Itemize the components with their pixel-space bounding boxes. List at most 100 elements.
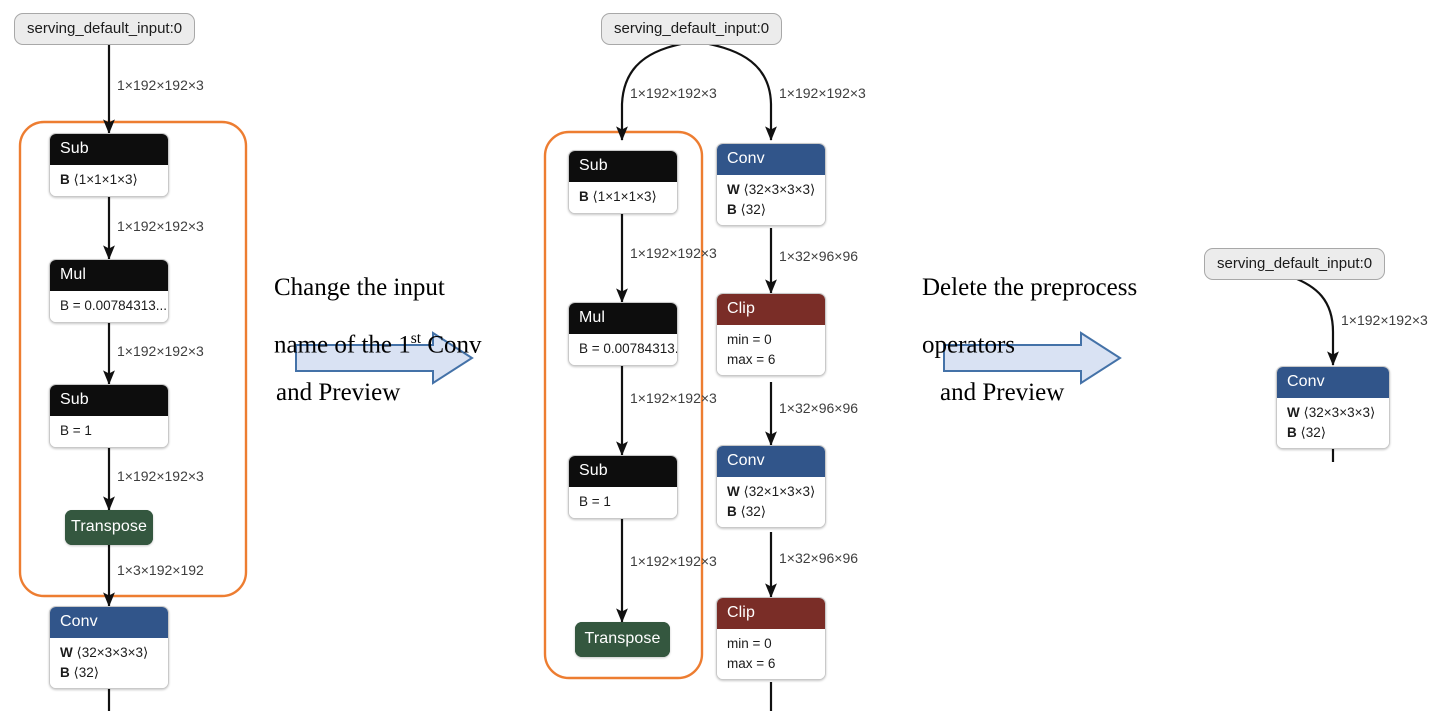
- attr-value: ⟨32⟩: [73, 664, 100, 680]
- edge-label: 1×192×192×3: [630, 85, 717, 101]
- node-body: W ⟨32×1×3×3⟩ B ⟨32⟩: [717, 477, 825, 528]
- node-header: Mul: [569, 303, 677, 334]
- attr-key: B: [579, 189, 589, 204]
- edge-label: 1×192×192×3: [630, 390, 717, 406]
- annotation-ordinal-suffix: st: [410, 330, 422, 347]
- node-header: Mul: [50, 260, 168, 291]
- annotation-step-1-text: Change the input name of the 1st Conv: [274, 246, 524, 359]
- op-node-mul[interactable]: Mul B = 0.00784313...: [568, 302, 678, 366]
- node-body: B = 0.00784313...: [50, 291, 168, 322]
- attr-value: ⟨32⟩: [1300, 424, 1327, 440]
- op-node-clip[interactable]: Clip min = 0 max = 6: [716, 293, 826, 377]
- annotation-line-2-pre: name of the 1: [274, 331, 411, 359]
- node-body: B ⟨1×1×1×3⟩: [50, 165, 168, 196]
- attr-key: B: [60, 664, 70, 680]
- node-header: Sub: [569, 456, 677, 487]
- edge-label: 1×192×192×3: [117, 77, 204, 93]
- op-node-mul[interactable]: Mul B = 0.00784313...: [49, 259, 169, 323]
- node-header: Conv: [1277, 367, 1389, 398]
- op-node-conv[interactable]: Conv W ⟨32×3×3×3⟩ B ⟨32⟩: [49, 606, 169, 690]
- node-attr: max = 6: [727, 351, 776, 367]
- node-body: W ⟨32×3×3×3⟩ B ⟨32⟩: [1277, 398, 1389, 449]
- node-attr: W ⟨32×1×3×3⟩: [727, 482, 815, 502]
- node-body: B = 1: [569, 487, 677, 518]
- node-attr: B ⟨32⟩: [60, 663, 158, 683]
- attr-value: ⟨32⟩: [740, 503, 767, 519]
- attr-value: ⟨32⟩: [740, 201, 767, 217]
- node-header: Conv: [717, 144, 825, 175]
- node-header: Clip: [717, 598, 825, 629]
- edge-label: 1×192×192×3: [117, 218, 204, 234]
- annotation-line-2-pre: operators: [922, 331, 1016, 359]
- op-node-conv[interactable]: Conv W ⟨32×3×3×3⟩ B ⟨32⟩: [716, 143, 826, 227]
- edge-label: 1×32×96×96: [779, 550, 859, 566]
- node-header: Sub: [50, 385, 168, 416]
- op-node-sub-2[interactable]: Sub B = 1: [49, 384, 169, 448]
- edge-label: 1×192×192×3: [117, 468, 204, 484]
- node-attr: W ⟨32×3×3×3⟩: [60, 643, 158, 663]
- node-attr: B ⟨1×1×1×3⟩: [579, 187, 667, 207]
- node-attr: B ⟨32⟩: [727, 502, 815, 522]
- annotation-line-1: Delete the preprocess: [922, 274, 1138, 301]
- node-attr: B = 0.00784313...: [579, 341, 678, 356]
- attr-value: ⟨32×3×3×3⟩: [1303, 405, 1376, 420]
- attr-key: W: [727, 484, 740, 499]
- input-node-left[interactable]: serving_default_input:0: [14, 13, 196, 45]
- edge-label: 1×192×192×3: [1341, 312, 1428, 328]
- node-header: Sub: [50, 134, 168, 165]
- node-attr: min = 0: [727, 636, 772, 651]
- node-attr: B = 1: [60, 423, 92, 438]
- node-body: B = 1: [50, 416, 168, 447]
- op-node-conv[interactable]: Conv W ⟨32×3×3×3⟩ B ⟨32⟩: [1276, 366, 1390, 450]
- node-header: Conv: [50, 607, 168, 638]
- node-attr: B ⟨1×1×1×3⟩: [60, 170, 158, 190]
- edge-label: 1×192×192×3: [630, 553, 717, 569]
- node-attr: B ⟨32⟩: [727, 200, 815, 220]
- attr-key: B: [727, 503, 737, 519]
- node-header: Transpose: [575, 622, 670, 657]
- node-body: B = 0.00784313...: [569, 334, 677, 365]
- annotation-step-2-subtext: and Preview: [940, 379, 1065, 406]
- op-node-sub-2[interactable]: Sub B = 1: [568, 455, 678, 519]
- op-node-sub[interactable]: Sub B ⟨1×1×1×3⟩: [568, 150, 678, 214]
- node-header: Clip: [717, 294, 825, 325]
- node-body: min = 0 max = 6: [717, 629, 825, 680]
- node-attr: B ⟨32⟩: [1287, 423, 1379, 443]
- node-header: Conv: [717, 446, 825, 477]
- node-attr: B = 1: [579, 494, 611, 509]
- attr-key: W: [727, 182, 740, 197]
- input-node-middle[interactable]: serving_default_input:0: [601, 13, 783, 45]
- annotation-step-1-subtext: and Preview: [276, 379, 401, 406]
- edge-label: 1×192×192×3: [779, 85, 866, 101]
- node-attr: W ⟨32×3×3×3⟩: [1287, 403, 1379, 423]
- node-body: W ⟨32×3×3×3⟩ B ⟨32⟩: [50, 638, 168, 689]
- node-attr: min = 0: [727, 332, 772, 347]
- annotation-line-1: Change the input: [274, 274, 445, 301]
- attr-key: W: [60, 645, 73, 660]
- attr-value: ⟨32×3×3×3⟩: [743, 182, 816, 197]
- attr-value: ⟨1×1×1×3⟩: [592, 189, 657, 204]
- op-node-conv-2[interactable]: Conv W ⟨32×1×3×3⟩ B ⟨32⟩: [716, 445, 826, 529]
- attr-value: ⟨32×3×3×3⟩: [76, 645, 149, 660]
- op-node-clip-2[interactable]: Clip min = 0 max = 6: [716, 597, 826, 681]
- node-header: Sub: [569, 151, 677, 182]
- input-node-right[interactable]: serving_default_input:0: [1204, 248, 1386, 280]
- node-attr: W ⟨32×3×3×3⟩: [727, 180, 815, 200]
- edge-label: 1×3×192×192: [117, 562, 204, 578]
- op-node-transpose[interactable]: Transpose: [65, 510, 153, 545]
- node-body: W ⟨32×3×3×3⟩ B ⟨32⟩: [717, 175, 825, 226]
- edge-label: 1×192×192×3: [630, 245, 717, 261]
- node-body: B ⟨1×1×1×3⟩: [569, 182, 677, 213]
- edge-label: 1×32×96×96: [779, 248, 859, 264]
- annotation-step-2-text: Delete the preprocess operators: [922, 246, 1212, 359]
- node-attr: B = 0.00784313...: [60, 298, 167, 313]
- annotation-line-2-post: Conv: [421, 331, 482, 359]
- edge-label: 1×192×192×3: [117, 343, 204, 359]
- op-node-sub[interactable]: Sub B ⟨1×1×1×3⟩: [49, 133, 169, 197]
- attr-value: ⟨1×1×1×3⟩: [73, 172, 138, 187]
- op-node-transpose[interactable]: Transpose: [575, 622, 670, 657]
- attr-key: B: [1287, 424, 1297, 440]
- attr-value: ⟨32×1×3×3⟩: [743, 484, 816, 499]
- edge-label: 1×32×96×96: [779, 400, 859, 416]
